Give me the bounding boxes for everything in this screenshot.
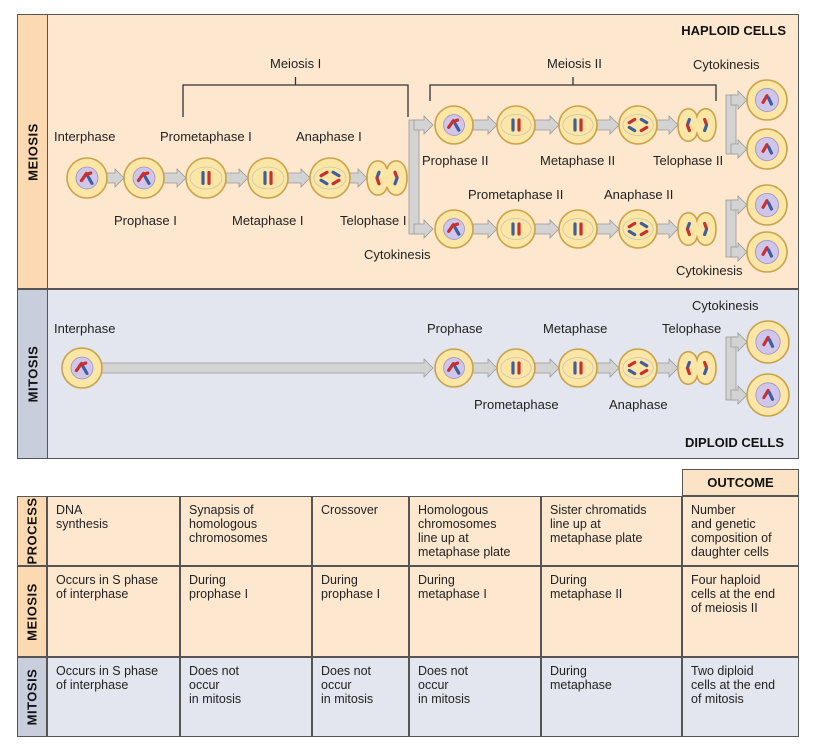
stage-interphase-mitosis: Interphase [54,321,116,336]
stage-prometaphase-2: Prometaphase II [468,187,564,202]
table-row-label-text: PROCESS [24,497,40,565]
stage-telophase-1: Telophase I [340,213,407,228]
stage-prophase-2: Prophase II [422,153,489,168]
stage-prometaphase: Prometaphase [474,397,559,412]
stage-metaphase-1: Metaphase I [232,213,304,228]
table-cell: During metaphase I [409,566,541,657]
table-cell: Does not occur in mitosis [312,657,409,737]
table-cell: Homologous chromosomes line up at metaph… [409,496,541,566]
table-cell: During metaphase II [541,566,682,657]
table-cell: Four haploid cells at the end of meiosis… [682,566,799,657]
table-cell: Does not occur in mitosis [180,657,312,737]
meiosis-2-bracket-label: Meiosis II [547,56,602,71]
mitosis-panel: MITOSIS DIPLOID CELLS [17,289,799,459]
stage-telophase-2: Telophase II [653,153,724,168]
stage-metaphase-2: Metaphase II [540,153,616,168]
table-cell: During prophase I [180,566,312,657]
table-cell: Number and genetic composition of daught… [682,496,799,566]
haploid-cells-label: HAPLOID CELLS [681,23,786,38]
stage-anaphase-2: Anaphase II [604,187,674,202]
table-cell: During prophase I [312,566,409,657]
table-row-label-text: MITOSIS [24,668,40,726]
stage-cytokinesis-top: Cytokinesis [693,57,760,72]
table-row-label-mitosis: MITOSIS [17,657,47,737]
meiosis-1-bracket-label: Meiosis I [270,56,322,71]
table-cell: During metaphase [541,657,682,737]
mitosis-side-label: MITOSIS [25,345,40,403]
table-row-label-meiosis: MEIOSIS [17,566,47,657]
meiosis-side-tab: MEIOSIS [18,15,48,288]
stage-cytokinesis-1: Cytokinesis [364,247,431,262]
stage-prometaphase-1: Prometaphase I [160,129,252,144]
stage-interphase-meiosis: Interphase [54,129,116,144]
table-cell: Synapsis of homologous chromosomes [180,496,312,566]
stage-cytokinesis-bottom: Cytokinesis [676,263,743,278]
table-row-label-process: PROCESS [17,496,47,566]
table-cell: Sister chromatids line up at metaphase p… [541,496,682,566]
stage-cytokinesis-mitosis: Cytokinesis [692,298,759,313]
stage-anaphase: Anaphase [609,397,668,412]
table-cell: Occurs in S phase of interphase [47,566,180,657]
table-cell: Occurs in S phase of interphase [47,657,180,737]
meiosis-side-label: MEIOSIS [25,122,40,181]
stage-prophase: Prophase [427,321,483,336]
table-cell: Two diploid cells at the end of mitosis [682,657,799,737]
stage-telophase: Telophase [662,321,722,336]
stage-prophase-1: Prophase I [114,213,177,228]
table-row-label-text: MEIOSIS [24,582,40,641]
table-cell: Does not occur in mitosis [409,657,541,737]
mitosis-side-tab: MITOSIS [18,290,48,458]
meiosis-panel: MEIOSIS HAPLOID CELLS [17,14,799,289]
table-cell: Crossover [312,496,409,566]
table-cell: DNA synthesis [47,496,180,566]
outcome-header: OUTCOME [682,469,799,496]
stage-metaphase: Metaphase [543,321,608,336]
stage-anaphase-1: Anaphase I [296,129,362,144]
diploid-cells-label: DIPLOID CELLS [685,435,784,450]
